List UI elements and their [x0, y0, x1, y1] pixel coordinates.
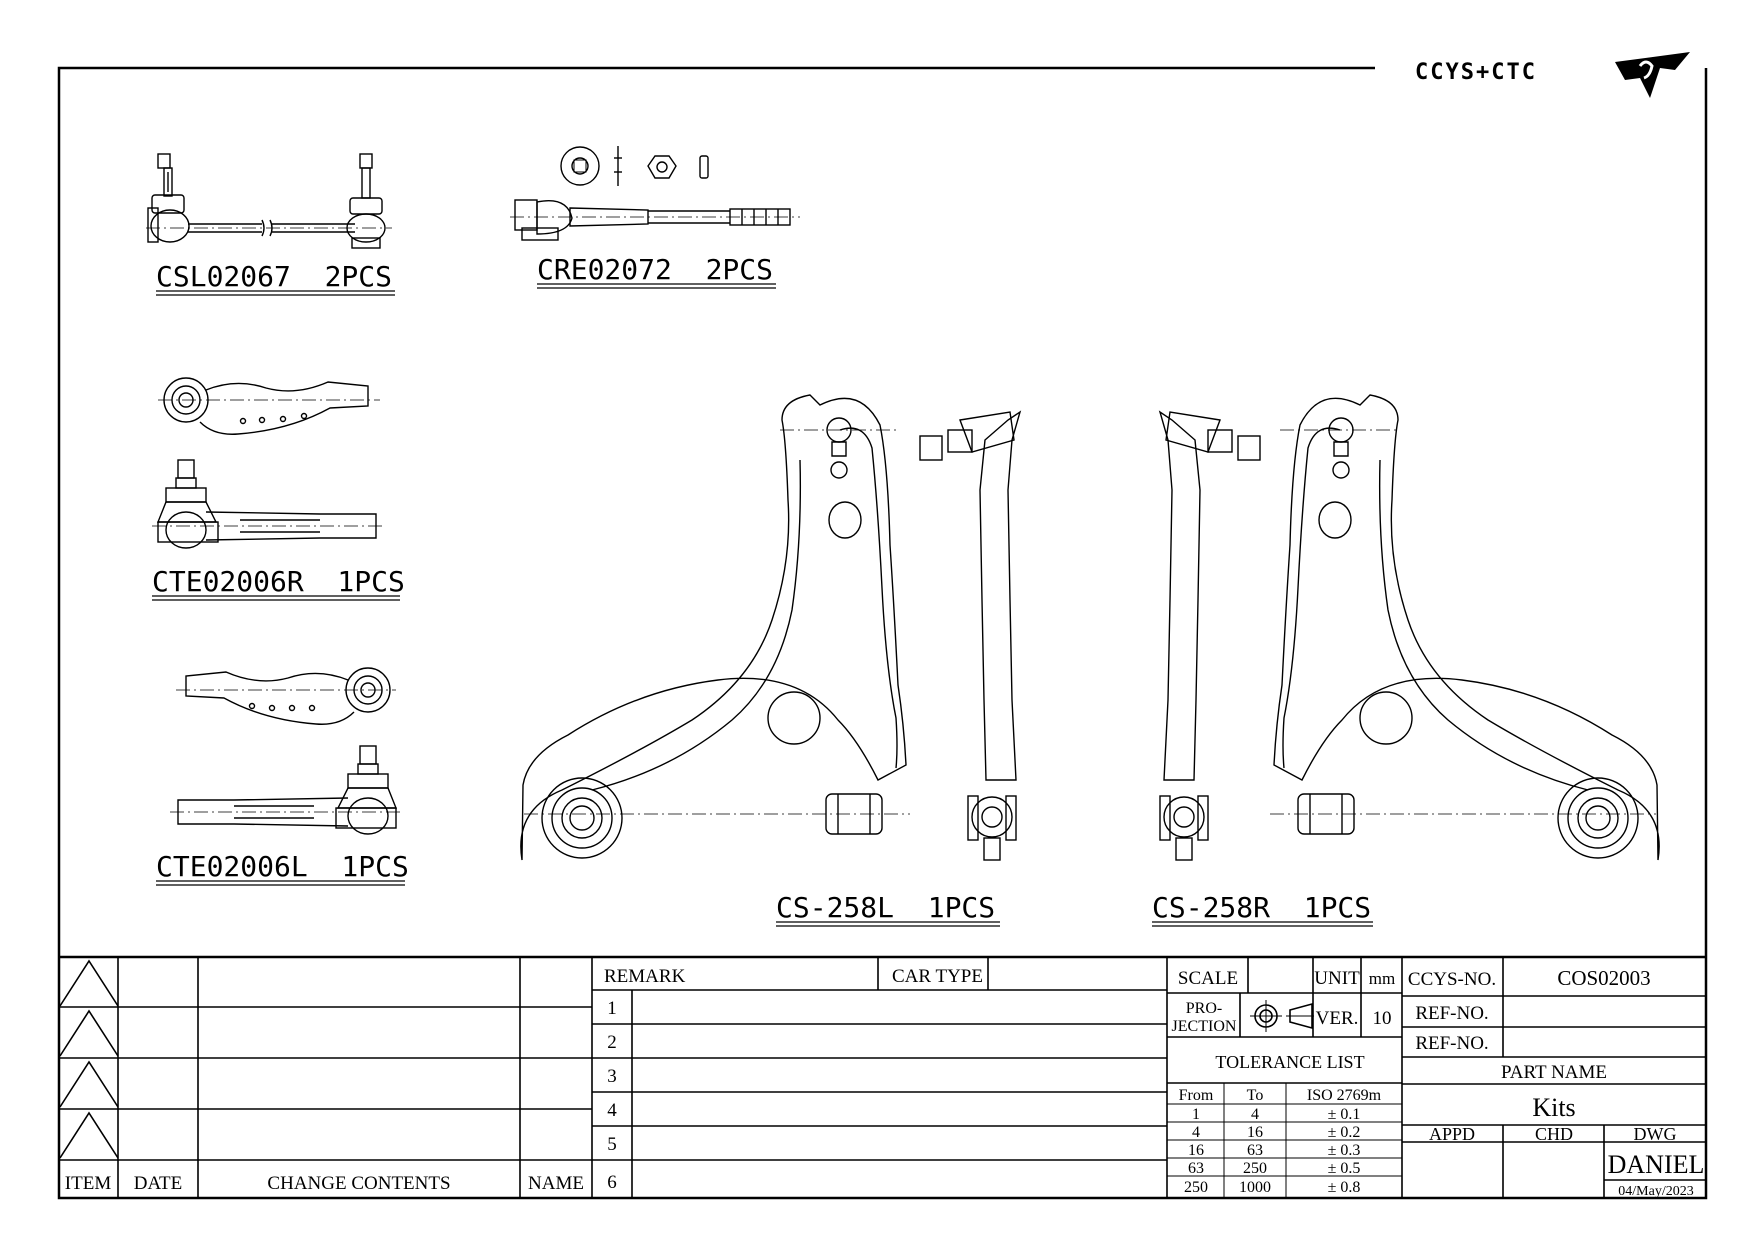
- tol-row-from: 1: [1192, 1106, 1200, 1123]
- ver-label: VER.: [1316, 1008, 1359, 1029]
- dwg-label: DWG: [1634, 1124, 1677, 1144]
- tol-row-from: 63: [1188, 1160, 1204, 1177]
- drawing-date: 04/May/2023: [1618, 1184, 1693, 1199]
- tol-row-to: 63: [1247, 1142, 1263, 1159]
- appd-label: APPD: [1429, 1124, 1475, 1144]
- tol-row-from: 16: [1188, 1142, 1204, 1159]
- header-change-contents: CHANGE CONTENTS: [267, 1173, 450, 1194]
- chd-label: CHD: [1535, 1124, 1573, 1144]
- tol-row-value: ± 0.5: [1328, 1160, 1361, 1177]
- tol-row-to: 1000: [1239, 1179, 1271, 1196]
- part-label-cre02072: CRE02072 2PCS: [537, 253, 773, 286]
- part-label-cs258l: CS-258L 1PCS: [776, 891, 995, 924]
- control-arm-left-front-drawing: [520, 394, 910, 861]
- tol-row-value: ± 0.2: [1328, 1124, 1361, 1141]
- tol-row-value: ± 0.1: [1328, 1106, 1361, 1123]
- control-arm-left-side-drawing: [919, 410, 1022, 861]
- control-arm-right-side-drawing: [1158, 410, 1261, 861]
- part-name-label: PART NAME: [1501, 1062, 1607, 1083]
- sheet-border: [57, 66, 1708, 1200]
- tol-header-to: To: [1247, 1087, 1264, 1104]
- logo-text: CCYS+CTC: [1415, 60, 1537, 85]
- title-block: [59, 955, 1706, 1198]
- header-item: ITEM: [65, 1173, 112, 1194]
- tol-header-from: From: [1179, 1087, 1214, 1104]
- outer-tie-rod-left-drawing: [170, 667, 402, 835]
- part-label-csl02067: CSL02067 2PCS: [156, 260, 392, 293]
- projection-cone-icon: [1289, 1002, 1313, 1030]
- ver-value: 10: [1373, 1008, 1392, 1029]
- remark-row-2: 2: [607, 1032, 617, 1053]
- ccys-no-label: CCYS-NO.: [1408, 969, 1496, 990]
- stabilizer-link-drawing: [146, 153, 392, 249]
- tol-row-value: ± 0.3: [1328, 1142, 1361, 1159]
- ccys-no-value: COS02003: [1557, 966, 1650, 990]
- inner-tie-rod-drawing: [510, 146, 800, 241]
- logo-emblem-icon: [1615, 52, 1690, 98]
- tol-row-to: 250: [1243, 1160, 1267, 1177]
- outer-tie-rod-right-drawing: [152, 377, 385, 549]
- header-date: DATE: [134, 1173, 183, 1194]
- tolerance-title: TOLERANCE LIST: [1215, 1052, 1364, 1072]
- ref-no-label-1: REF-NO.: [1415, 1003, 1488, 1024]
- unit-label: UNIT: [1314, 968, 1360, 989]
- remark-row-1: 1: [607, 998, 617, 1019]
- tol-row-to: 4: [1251, 1106, 1259, 1123]
- part-label-cte02006l: CTE02006L 1PCS: [156, 850, 409, 883]
- tol-row-from: 250: [1184, 1179, 1208, 1196]
- part-name-value: Kits: [1532, 1093, 1575, 1122]
- tol-row-from: 4: [1192, 1124, 1200, 1141]
- remark-row-6: 6: [607, 1172, 617, 1193]
- drawn-by: DANIEL: [1608, 1150, 1705, 1179]
- header-name: NAME: [528, 1173, 584, 1194]
- projection-label-1: PRO-: [1186, 1000, 1222, 1017]
- tol-row-to: 16: [1247, 1124, 1263, 1141]
- remark-row-5: 5: [607, 1134, 617, 1155]
- ref-no-label-2: REF-NO.: [1415, 1033, 1488, 1054]
- tol-row-value: ± 0.8: [1328, 1179, 1361, 1196]
- tol-header-iso: ISO 2769m: [1307, 1087, 1382, 1104]
- company-logo: CCYS+CTC: [1415, 52, 1690, 98]
- remark-label: REMARK: [604, 966, 686, 987]
- car-type-label: CAR TYPE: [892, 966, 983, 987]
- scale-label: SCALE: [1178, 968, 1238, 989]
- part-label-cte02006r: CTE02006R 1PCS: [152, 565, 405, 598]
- projection-label-2: JECTION: [1172, 1018, 1237, 1035]
- remark-row-4: 4: [607, 1100, 617, 1121]
- control-arm-right-front-drawing: [1270, 394, 1660, 861]
- remark-row-3: 3: [607, 1066, 617, 1087]
- part-label-cs258r: CS-258R 1PCS: [1152, 891, 1371, 924]
- unit-value: mm: [1369, 969, 1395, 988]
